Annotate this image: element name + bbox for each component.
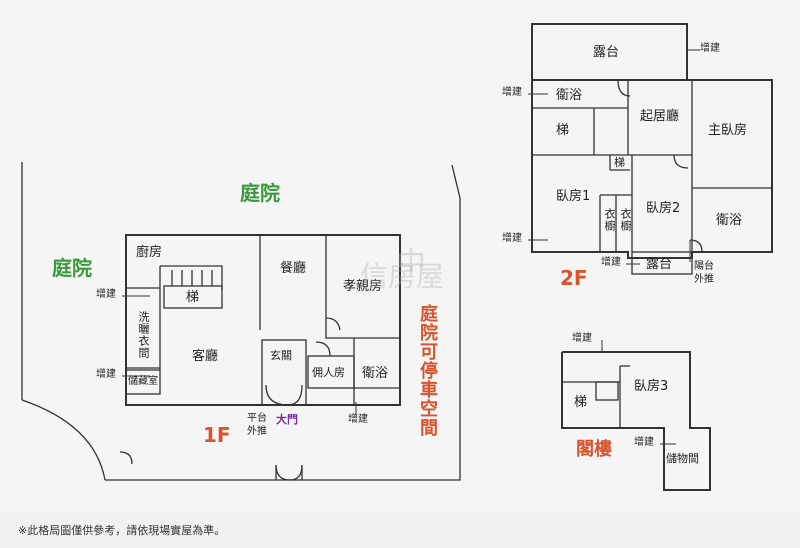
attic-addon-label-2: 增建 bbox=[634, 437, 654, 448]
2f-addon-pointers bbox=[528, 49, 700, 265]
2f-terrace-bottom-label: 露台 bbox=[646, 257, 673, 272]
1f-addon-label-1: 增建 bbox=[96, 289, 116, 300]
floorplan-lines bbox=[21, 23, 773, 491]
2f-master-bedroom-label: 主臥房 bbox=[708, 123, 748, 138]
1f-main-door-label: 大門 bbox=[276, 413, 298, 426]
1f-yard-top-label: 庭院 bbox=[240, 181, 280, 205]
1f-foyer-label: 玄關 bbox=[270, 349, 292, 362]
floorplan-canvas: 庭院 庭院 庭院可停車空間 1F 廚房 餐廳 孝親房 梯 洗曬衣間 客廳 玄關 … bbox=[21, 23, 773, 491]
1f-stairs-label: 梯 bbox=[186, 290, 200, 305]
attic-addon-pointers bbox=[601, 340, 676, 445]
1f-interior-walls bbox=[119, 235, 400, 481]
attic-addon-label-1: 增建 bbox=[572, 333, 592, 344]
2f-bedroom-1-label: 臥房1 bbox=[556, 189, 591, 204]
1f-addon-label-3: 增建 bbox=[348, 414, 368, 425]
1f-dining-label: 餐廳 bbox=[280, 261, 307, 276]
2f-push-out-label: 外推 bbox=[694, 274, 714, 285]
2f-bath-right-label: 衛浴 bbox=[716, 213, 743, 228]
1f-kitchen-label: 廚房 bbox=[136, 245, 163, 260]
2f-closet-1-label: 衣櫥 bbox=[603, 208, 616, 232]
1f-bath-label: 衛浴 bbox=[362, 366, 389, 381]
watermark-line-2: 信房屋 bbox=[360, 260, 445, 293]
1f-push-out-label: 外推 bbox=[247, 426, 267, 437]
1f-storage-label: 儲藏室 bbox=[128, 376, 158, 387]
attic-stairs-label: 梯 bbox=[574, 395, 588, 410]
2f-bath-left-label: 衛浴 bbox=[556, 88, 583, 103]
1f-house-walls bbox=[125, 234, 401, 406]
2f-stairs-small-label: 梯 bbox=[614, 156, 625, 169]
2f-addon-label-2: 增建 bbox=[502, 87, 522, 98]
2f-addon-label-3: 增建 bbox=[502, 233, 522, 244]
1f-platform-label: 平台 bbox=[247, 413, 267, 424]
1f-filial-room-label: 孝親房 bbox=[343, 279, 383, 294]
1f-parking-yard-label: 庭院可停車空間 bbox=[417, 304, 438, 437]
2f-closet-2-label: 衣櫥 bbox=[619, 208, 632, 232]
2f-living-label: 起居廳 bbox=[640, 109, 680, 124]
2f-addon-label-4: 增建 bbox=[601, 257, 621, 268]
attic-floor-title: 閣樓 bbox=[576, 439, 612, 460]
1f-laundry-label: 洗曬衣間 bbox=[137, 311, 150, 359]
attic-storage-label: 儲物間 bbox=[666, 452, 699, 465]
attic-walls bbox=[561, 351, 711, 491]
attic-interior-walls bbox=[562, 365, 630, 428]
2f-floor-title: 2F bbox=[560, 266, 588, 290]
2f-interior-walls bbox=[532, 79, 772, 275]
2f-stairs-label: 梯 bbox=[556, 123, 570, 138]
1f-addon-label-2: 增建 bbox=[96, 369, 116, 380]
1f-yard-left-label: 庭院 bbox=[52, 256, 92, 280]
2f-balcony-label: 陽台 bbox=[694, 261, 714, 272]
1f-maid-room-label: 佣人房 bbox=[312, 366, 345, 379]
footer-note: ※此格局圖僅供參考，請依現場實屋為準。 bbox=[18, 524, 226, 537]
2f-addon-label-1: 增建 bbox=[700, 43, 720, 54]
1f-living-label: 客廳 bbox=[192, 349, 219, 364]
1f-yard-boundary bbox=[21, 162, 461, 481]
1f-floor-title: 1F bbox=[203, 423, 231, 447]
1f-addon-pointers bbox=[122, 295, 357, 415]
watermark-line-1: 中 bbox=[396, 246, 426, 281]
attic-bedroom-3-label: 臥房3 bbox=[634, 379, 669, 394]
2f-terrace-top-label: 露台 bbox=[593, 45, 620, 60]
2f-bedroom-2-label: 臥房2 bbox=[646, 201, 681, 216]
